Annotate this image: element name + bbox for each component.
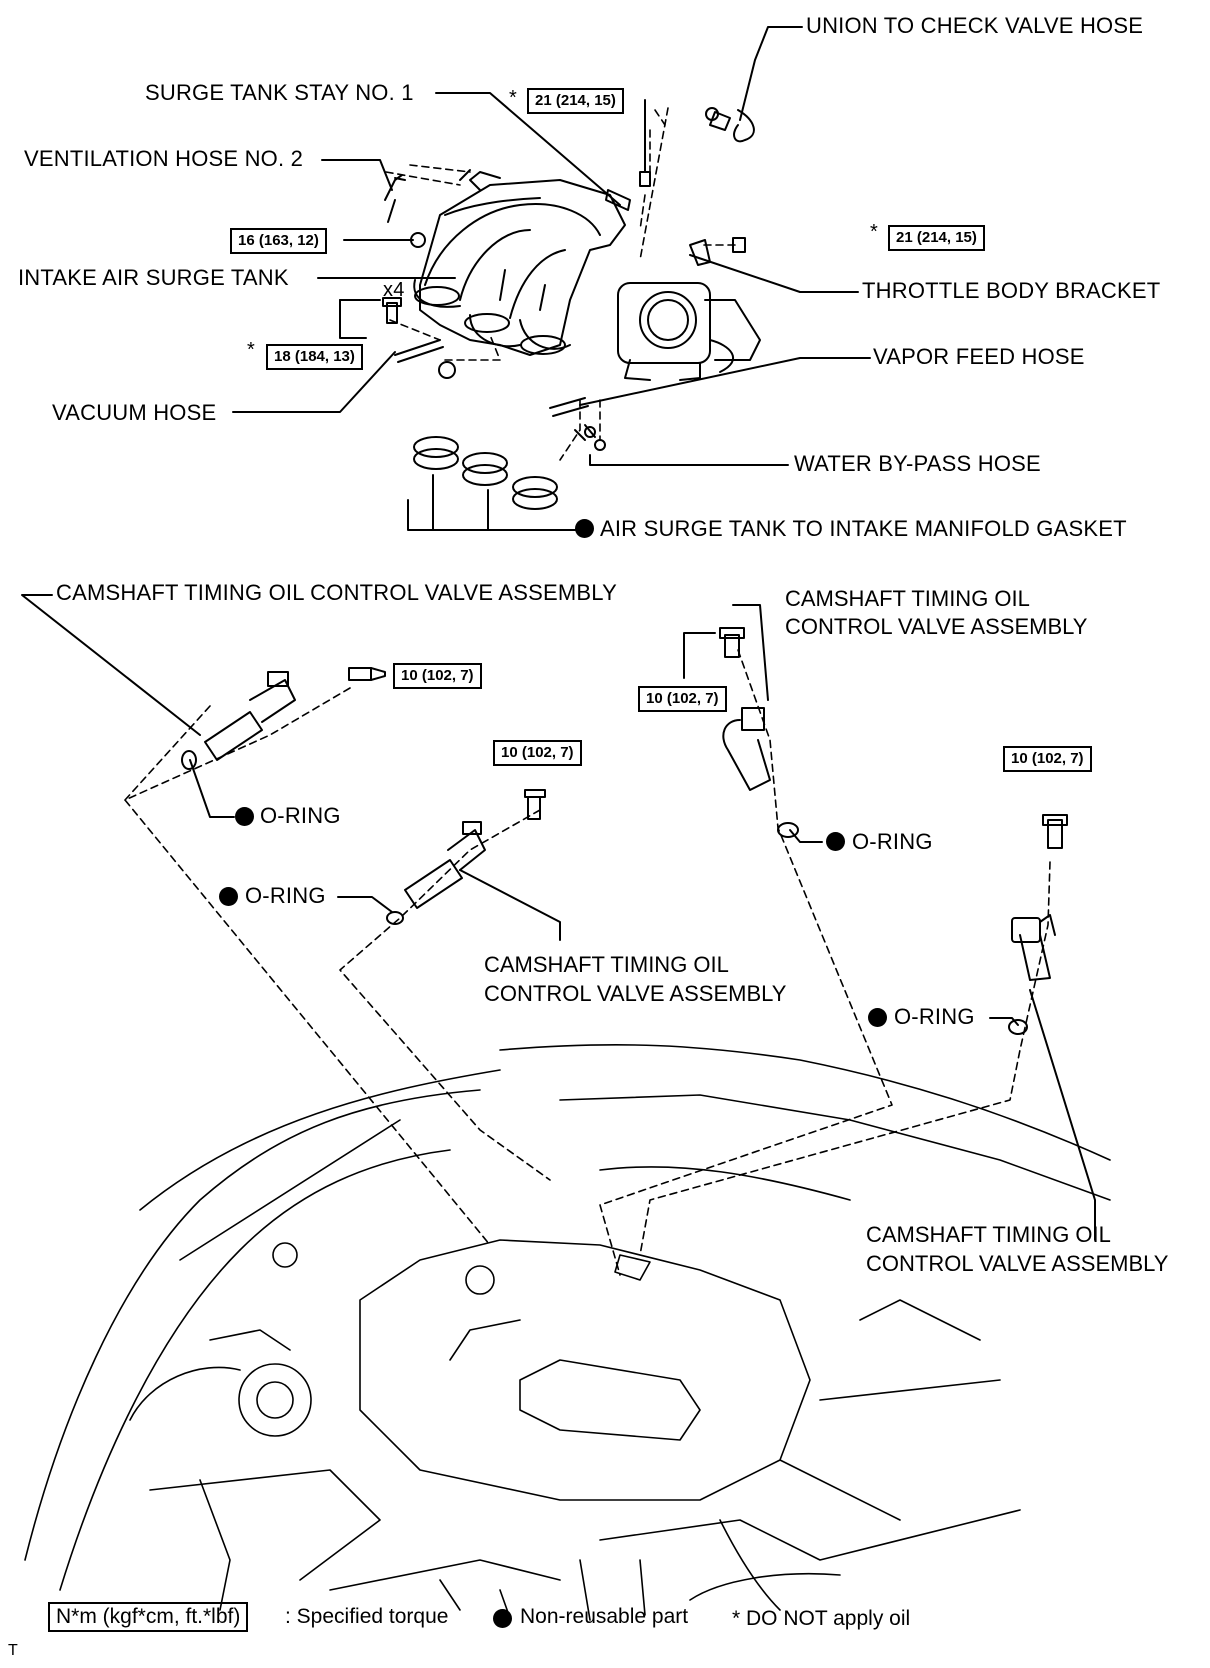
- label-oring-4: O-RING: [894, 1004, 975, 1029]
- torque-18: 18 (184, 13): [266, 344, 363, 370]
- label-ventilation-hose: VENTILATION HOSE NO. 2: [24, 146, 304, 171]
- nonreusable-dot: [219, 887, 238, 906]
- label-ocv-3-line2: CONTROL VALVE ASSEMBLY: [785, 614, 1088, 639]
- torque-21-a: 21 (214, 15): [527, 88, 624, 114]
- torque-10-ocv2: 10 (102, 7): [493, 740, 582, 766]
- label-oring-3: O-RING: [852, 829, 933, 854]
- label-water-bypass-hose: WATER BY-PASS HOSE: [794, 451, 1041, 476]
- torque-16: 16 (163, 12): [230, 228, 327, 254]
- nonreusable-dot: [235, 807, 254, 826]
- ocv-2: [386, 789, 546, 925]
- label-gasket: AIR SURGE TANK TO INTAKE MANIFOLD GASKET: [600, 516, 1127, 541]
- legend-torque-unit: N*m (kgf*cm, ft.*lbf): [48, 1602, 249, 1632]
- ocv-3: [719, 627, 799, 838]
- ocv-4: [1008, 814, 1068, 1035]
- intake-surge-tank: [413, 169, 626, 356]
- ocv-assemblies: [181, 627, 1068, 1035]
- nonreusable-dot: [575, 519, 594, 538]
- label-surge-tank-stay: SURGE TANK STAY NO. 1: [145, 80, 414, 105]
- star-mark: *: [247, 339, 255, 361]
- torque-10-ocv4: 10 (102, 7): [1003, 746, 1092, 772]
- label-union-hose: UNION TO CHECK VALVE HOSE: [806, 13, 1144, 38]
- label-ocv-2-line2: CONTROL VALVE ASSEMBLY: [484, 981, 787, 1006]
- label-ocv-2-line1: CAMSHAFT TIMING OIL: [484, 952, 729, 977]
- ocv-1: [181, 667, 386, 770]
- leader-lines: [21, 26, 1096, 1241]
- torque-21-b: 21 (214, 15): [888, 225, 985, 251]
- star-mark: *: [870, 221, 878, 243]
- corner-mark: T: [8, 1642, 18, 1659]
- label-ocv-4-line2: CONTROL VALVE ASSEMBLY: [866, 1251, 1169, 1276]
- legend-nonreusable: Non-reusable part: [520, 1605, 689, 1628]
- label-x4: x4: [383, 279, 405, 301]
- label-intake-surge-tank: INTAKE AIR SURGE TANK: [18, 265, 289, 290]
- label-oring-1: O-RING: [260, 803, 341, 828]
- label-ocv-1: CAMSHAFT TIMING OIL CONTROL VALVE ASSEMB…: [56, 580, 617, 605]
- throttle-body: [617, 282, 761, 381]
- torque-10-ocv3: 10 (102, 7): [638, 686, 727, 712]
- label-ocv-4-line1: CAMSHAFT TIMING OIL: [866, 1222, 1111, 1247]
- small-parts: [382, 99, 755, 510]
- legend-dot: [493, 1609, 512, 1628]
- label-vapor-feed-hose: VAPOR FEED HOSE: [873, 344, 1085, 369]
- legend-no-oil: * DO NOT apply oil: [732, 1607, 911, 1630]
- label-ocv-3-line1: CAMSHAFT TIMING OIL: [785, 586, 1030, 611]
- torque-10-ocv1: 10 (102, 7): [393, 663, 482, 689]
- engine-bay: [24, 1044, 1111, 1621]
- star-mark: *: [509, 87, 517, 109]
- nonreusable-dot: [826, 832, 845, 851]
- legend-torque-desc: : Specified torque: [285, 1605, 449, 1628]
- label-oring-2: O-RING: [245, 883, 326, 908]
- label-vacuum-hose: VACUUM HOSE: [52, 400, 217, 425]
- label-throttle-bracket: THROTTLE BODY BRACKET: [862, 278, 1161, 303]
- nonreusable-dot: [868, 1008, 887, 1027]
